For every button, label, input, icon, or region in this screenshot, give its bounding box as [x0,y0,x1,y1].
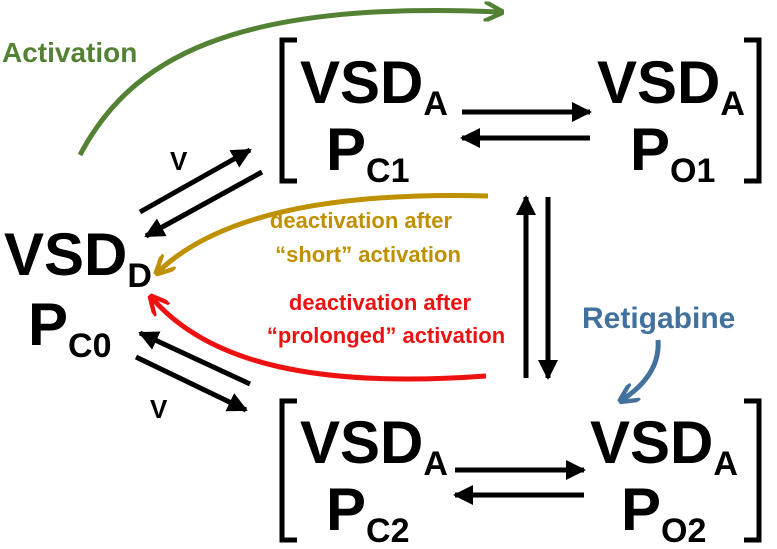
state-c1-p-sub: C1 [366,152,409,190]
retigabine-curve-arrow [622,339,661,400]
state-d-main: VSD [4,221,127,288]
state-c1-p: P [326,116,366,183]
bracket-bottom-left [279,398,297,543]
state-vsd-a-po2: VSDA PO2 [590,409,738,549]
state-o1-main: VSD [597,49,720,116]
state-c1-main: VSD [300,49,423,116]
svg-text:PO2: PO2 [621,476,706,549]
activation-curve-arrow [77,10,500,157]
voltage-label-bottom: V [150,394,168,424]
prolonged-deactivation-curve-arrow [152,298,487,382]
state-c2-p: P [326,476,366,543]
svg-text:VSDD: VSDD [4,221,152,295]
bracket-top-left [279,37,297,184]
activation-label: Activation [2,37,137,68]
retigabine-label: Retigabine [582,302,735,335]
state-vsd-d-pc0: VSDD PC0 [4,221,152,365]
svg-text:VSDA: VSDA [300,49,448,123]
svg-text:PC1: PC1 [326,116,410,190]
svg-text:VSDA: VSDA [300,409,448,483]
state-o2-p: P [621,476,661,543]
short-deactivation-curve-arrow [158,193,489,272]
state-c2-main-sub: A [423,445,448,483]
state-o2-p-sub: O2 [661,512,706,549]
svg-text:PO1: PO1 [630,116,715,190]
state-o1-p-sub: O1 [670,152,715,190]
state-o2-main: VSD [590,409,713,476]
arrow-c2-to-d [138,330,252,387]
bracket-bottom-right [744,398,762,543]
state-c2-p-sub: C2 [366,512,409,549]
state-o2-main-sub: A [713,445,738,483]
state-o1-p: P [630,116,670,183]
state-d-p: P [28,291,68,358]
deactivation-short-label-line1: deactivation after [270,208,453,233]
state-o1-main-sub: A [720,85,745,123]
svg-text:PC2: PC2 [326,476,410,549]
state-vsd-a-pc2: VSDA PC2 [300,409,448,549]
state-c1-main-sub: A [423,85,448,123]
deactivation-short-label-line2: “short” activation [275,242,461,267]
deactivation-prolonged-label-line1: deactivation after [289,290,472,315]
voltage-label-top: V [170,146,188,176]
state-vsd-a-pc1: VSDA PC1 [300,49,448,190]
state-vsd-a-po1: VSDA PO1 [597,49,745,190]
bracket-bottom-group [279,398,762,543]
arrow-c1-to-d [144,169,264,239]
equilibrium-arrows [134,102,592,505]
deactivation-prolonged-label-line2: “prolonged” activation [267,323,505,348]
svg-text:VSDA: VSDA [597,49,745,123]
svg-text:VSDA: VSDA [590,409,738,483]
arrow-d-to-c2 [134,354,248,413]
state-d-main-sub: D [127,257,152,295]
svg-text:PC0: PC0 [28,291,112,365]
bracket-top-group [279,37,762,184]
state-d-p-sub: C0 [68,327,111,365]
bracket-top-right [744,37,762,184]
state-c2-main: VSD [300,409,423,476]
arrow-d-to-c1 [138,147,252,215]
